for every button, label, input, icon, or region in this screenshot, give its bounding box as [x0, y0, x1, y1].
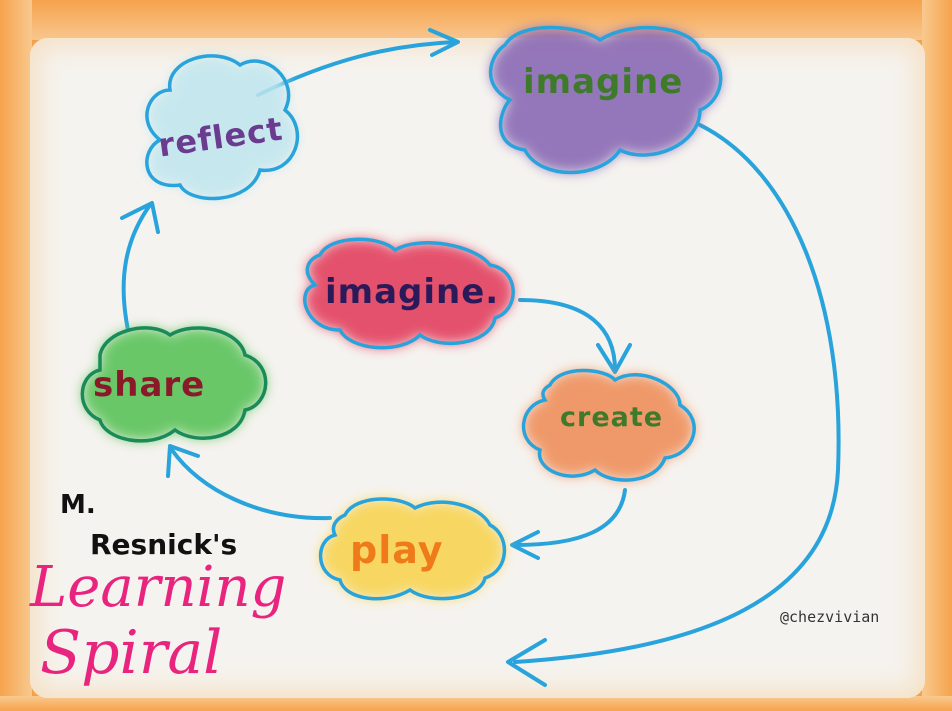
credit-handle: @chezvivian — [780, 608, 880, 626]
arrowhead-create-to-play — [510, 530, 540, 560]
paper-border-top — [0, 0, 952, 40]
label-create: create — [560, 402, 664, 433]
arrow-share-to-reflect — [121, 203, 152, 332]
paper-border-bottom — [0, 696, 952, 711]
paper-border-right — [922, 0, 952, 711]
label-imagine-inner: imagine. — [325, 272, 500, 312]
label-imagine-outer: imagine — [523, 62, 684, 102]
arrowhead-share-to-reflect — [120, 201, 160, 234]
title-line1: Learning — [30, 555, 287, 620]
arrow-play-to-share — [170, 448, 332, 521]
arrowhead-reflect-to-imagine — [428, 28, 460, 57]
arrow-imagine-to-create — [518, 298, 617, 372]
label-share: share — [93, 365, 206, 405]
title-author: M. — [60, 490, 96, 520]
paper-border-left — [0, 0, 32, 711]
arrow-imagine-big-loop — [513, 123, 841, 664]
cloud-share — [80, 326, 268, 443]
cloud-imagine-inner — [303, 237, 515, 350]
cloud-imagine-outer — [488, 25, 723, 175]
arrowhead-play-to-share — [166, 444, 200, 478]
label-play: play — [350, 528, 444, 572]
cloud-reflect — [145, 54, 300, 201]
arrow-create-to-play — [513, 488, 627, 547]
title-possessive: Resnick's — [90, 528, 238, 561]
cloud-create — [522, 368, 696, 482]
title-line2: Spiral — [40, 618, 223, 688]
cloud-play — [318, 497, 507, 601]
arrowhead-big-loop — [506, 638, 547, 687]
arrowhead-imagine-to-create — [596, 343, 632, 374]
